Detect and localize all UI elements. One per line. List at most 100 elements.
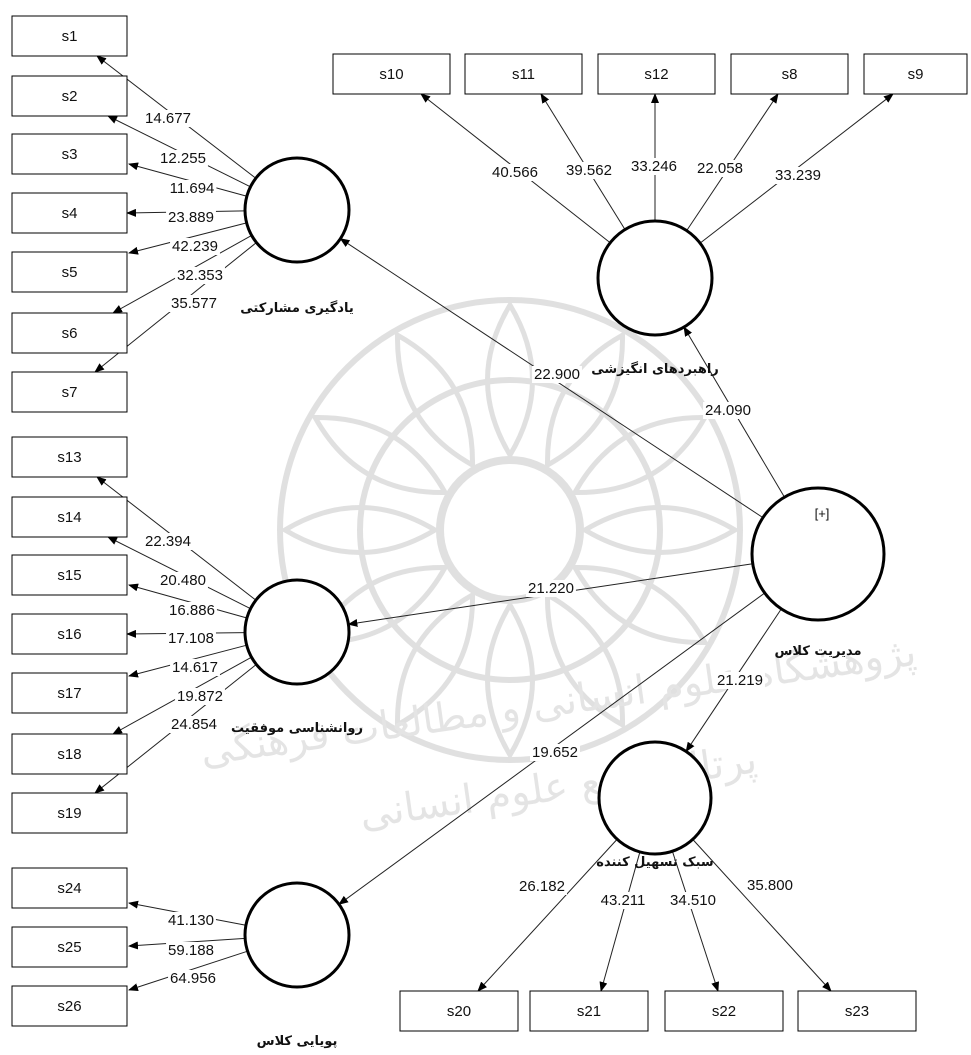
indicator-box bbox=[597, 53, 716, 95]
indicator-box bbox=[11, 554, 128, 596]
loading-label-bg bbox=[170, 659, 220, 676]
latent-L4[interactable]: روانشناسی موفقیت bbox=[231, 578, 363, 736]
loading-value-s14: 20.480 bbox=[160, 572, 206, 589]
indicator-s12[interactable]: s12 bbox=[597, 53, 716, 95]
indicator-s6[interactable]: s6 bbox=[11, 312, 128, 354]
indicator-label: s1 bbox=[62, 28, 78, 45]
indicator-label: s21 bbox=[577, 1003, 601, 1020]
indicator-s13[interactable]: s13 bbox=[11, 436, 128, 478]
loading-arrow-s11 bbox=[540, 93, 626, 230]
loading-label-bg bbox=[168, 970, 218, 987]
path-coefficient-L3-L1: 22.900 bbox=[534, 366, 580, 383]
indicator-box bbox=[11, 192, 128, 234]
indicator-box bbox=[11, 867, 128, 909]
watermark-petal bbox=[485, 600, 535, 760]
loading-value-s2: 12.255 bbox=[160, 150, 206, 167]
labels-layer: 14.67712.25511.69423.88942.23932.35335.5… bbox=[143, 110, 823, 987]
indicator-s23[interactable]: s23 bbox=[797, 990, 917, 1032]
loading-arrow-s15 bbox=[128, 583, 248, 619]
loading-value-s26: 64.956 bbox=[170, 970, 216, 987]
loading-label-bg bbox=[526, 580, 576, 597]
indicator-s5[interactable]: s5 bbox=[11, 251, 128, 293]
indicator-label: s15 bbox=[57, 567, 81, 584]
watermark-petal bbox=[580, 505, 740, 555]
indicator-s7[interactable]: s7 bbox=[11, 371, 128, 413]
loading-label-bg bbox=[532, 366, 582, 383]
watermark-petal bbox=[310, 414, 450, 496]
latent-L2[interactable]: راهبردهای انگیزشی bbox=[591, 219, 719, 377]
latent-circle bbox=[596, 219, 714, 337]
latent-L1[interactable]: یادگیری مشارکتی bbox=[240, 156, 354, 316]
indicator-box bbox=[11, 133, 128, 175]
watermark-petal bbox=[280, 505, 440, 555]
indicator-s2[interactable]: s2 bbox=[11, 75, 128, 117]
indicator-s3[interactable]: s3 bbox=[11, 133, 128, 175]
indicator-s17[interactable]: s17 bbox=[11, 672, 128, 714]
loading-value-s22: 34.510 bbox=[670, 892, 716, 909]
loading-value-s4: 23.889 bbox=[168, 209, 214, 226]
loading-label-bg bbox=[158, 572, 208, 589]
indicator-label: s5 bbox=[62, 264, 78, 281]
indicator-s24[interactable]: s24 bbox=[11, 867, 128, 909]
indicator-s4[interactable]: s4 bbox=[11, 192, 128, 234]
path-coefficient-L3-L2: 24.090 bbox=[705, 402, 751, 419]
indicator-box bbox=[11, 926, 128, 968]
indicator-s10[interactable]: s10 bbox=[332, 53, 451, 95]
indicator-label: s20 bbox=[447, 1003, 471, 1020]
latent-label: یادگیری مشارکتی bbox=[240, 300, 354, 316]
indicator-s19[interactable]: s19 bbox=[11, 792, 128, 834]
loading-value-s12: 33.246 bbox=[631, 158, 677, 175]
loading-label-bg bbox=[695, 160, 745, 177]
latent-L5[interactable]: سبک تسهیل کننده bbox=[596, 740, 714, 870]
loading-value-s15: 16.886 bbox=[169, 602, 215, 619]
indicator-s16[interactable]: s16 bbox=[11, 613, 128, 655]
loading-label-bg bbox=[175, 267, 225, 284]
loading-value-s9: 33.239 bbox=[775, 167, 821, 184]
indicator-s15[interactable]: s15 bbox=[11, 554, 128, 596]
loading-label-bg bbox=[167, 602, 217, 619]
loading-value-s1: 14.677 bbox=[145, 110, 191, 127]
latent-label: راهبردهای انگیزشی bbox=[591, 361, 719, 377]
latent-L6[interactable]: پویایی کلاس bbox=[243, 881, 351, 1049]
loading-label-bg bbox=[490, 164, 540, 181]
indicator-label: s12 bbox=[644, 66, 668, 83]
loading-label-bg bbox=[703, 402, 753, 419]
path-coefficient-L3-L6: 19.652 bbox=[532, 744, 578, 761]
indicator-s21[interactable]: s21 bbox=[529, 990, 649, 1032]
latent-circle bbox=[243, 881, 351, 989]
loading-value-s3: 11.694 bbox=[170, 180, 215, 197]
expand-badge[interactable]: [+] bbox=[815, 506, 830, 521]
indicator-s1[interactable]: s1 bbox=[11, 15, 128, 57]
indicator-box bbox=[11, 251, 128, 293]
indicator-s11[interactable]: s11 bbox=[464, 53, 583, 95]
loading-value-s6: 32.353 bbox=[177, 267, 223, 284]
indicator-s22[interactable]: s22 bbox=[664, 990, 784, 1032]
latent-circle bbox=[597, 740, 713, 856]
indicator-label: s26 bbox=[57, 998, 81, 1015]
loading-arrow-s23 bbox=[692, 839, 832, 992]
indicator-label: s23 bbox=[845, 1003, 869, 1020]
indicator-label: s19 bbox=[57, 805, 81, 822]
latent-L3[interactable]: مدیریت کلاس[+] bbox=[750, 486, 886, 659]
indicator-s8[interactable]: s8 bbox=[730, 53, 849, 95]
indicator-s20[interactable]: s20 bbox=[399, 990, 519, 1032]
watermark-petal bbox=[485, 300, 535, 460]
indicator-s26[interactable]: s26 bbox=[11, 985, 128, 1027]
loading-value-s18: 19.872 bbox=[177, 688, 223, 705]
loading-value-s19: 24.854 bbox=[171, 716, 217, 733]
indicator-s18[interactable]: s18 bbox=[11, 733, 128, 775]
loading-arrow-s20 bbox=[477, 838, 618, 992]
loading-label-bg bbox=[143, 110, 193, 127]
path-coefficient-L3-L4: 21.220 bbox=[528, 580, 574, 597]
nodes-layer: s1 s2 s3 s4 s5 s6 s7 s10 s11 s12 s8 s9 s13 s14 s15 s16 s… bbox=[11, 15, 968, 1049]
loading-label-bg bbox=[166, 630, 216, 647]
indicator-box bbox=[399, 990, 519, 1032]
loading-value-s17: 14.617 bbox=[172, 659, 218, 676]
loading-arrow-s22 bbox=[671, 851, 720, 992]
indicator-s9[interactable]: s9 bbox=[863, 53, 968, 95]
indicator-s14[interactable]: s14 bbox=[11, 496, 128, 538]
loading-label-bg bbox=[166, 942, 216, 959]
loading-label-bg bbox=[530, 744, 580, 761]
indicator-s25[interactable]: s25 bbox=[11, 926, 128, 968]
